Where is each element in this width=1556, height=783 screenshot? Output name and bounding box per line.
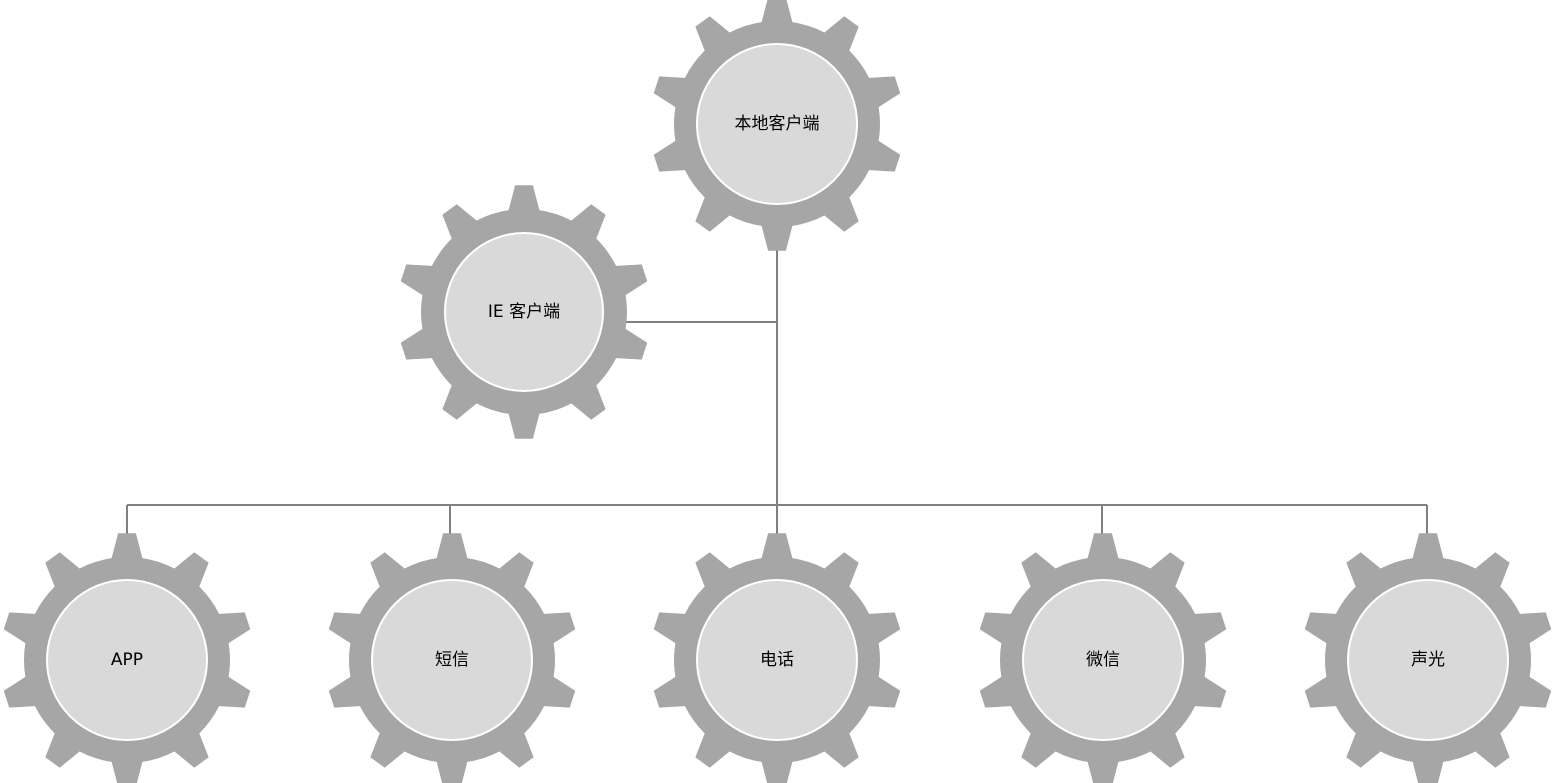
node-sound-light: 声光 bbox=[1304, 533, 1552, 783]
node-label: IE 客户端 bbox=[488, 302, 560, 322]
node-inner-circle bbox=[444, 232, 604, 392]
nodes: 本地客户端 IE 客户端 APP 短信 电话 微信 bbox=[3, 0, 1552, 783]
node-ie-client: IE 客户端 bbox=[400, 185, 648, 439]
node-inner-circle bbox=[696, 43, 858, 205]
node-label: 声光 bbox=[1411, 650, 1445, 670]
node-sms: 短信 bbox=[328, 533, 576, 783]
node-label: 本地客户端 bbox=[735, 114, 820, 134]
node-label: 电话 bbox=[760, 650, 794, 670]
node-phone: 电话 bbox=[653, 533, 901, 783]
node-inner-circle bbox=[1347, 579, 1509, 741]
connectors bbox=[126, 222, 1428, 542]
node-label: 短信 bbox=[435, 650, 469, 670]
node-inner-circle bbox=[1022, 579, 1184, 741]
node-inner-circle bbox=[696, 579, 858, 741]
node-inner-circle bbox=[371, 579, 533, 741]
node-label: 微信 bbox=[1086, 650, 1120, 670]
node-local-client: 本地客户端 bbox=[653, 0, 901, 251]
node-app: APP bbox=[3, 533, 251, 783]
node-wechat: 微信 bbox=[979, 533, 1227, 783]
node-inner-circle bbox=[46, 579, 208, 741]
node-label: APP bbox=[111, 650, 143, 670]
